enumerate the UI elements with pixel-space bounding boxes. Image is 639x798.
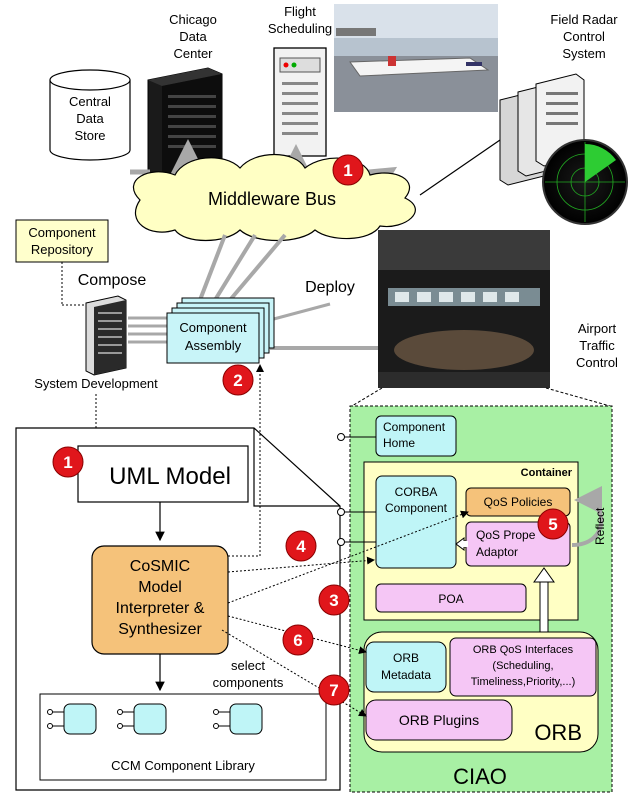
ciao-label: CIAO [453, 764, 507, 789]
qos-adaptor-line-2: Adaptor [476, 545, 518, 559]
flow-lines [221, 364, 469, 717]
svg-text:6: 6 [293, 631, 302, 650]
orb-metadata-line-2: Metadata [381, 668, 431, 682]
deploy-label: Deploy [305, 279, 355, 296]
corba-line-2: Component [385, 501, 448, 515]
orb-plugins-label: ORB Plugins [399, 712, 479, 728]
component-repository: Component Repository [15, 219, 109, 263]
orb-qos-box: ORB QoS Interfaces (Scheduling, Timeline… [449, 637, 597, 697]
airport-line-2: Traffic [579, 338, 615, 353]
marker-6: 6 [282, 624, 314, 656]
flight-line-1: Flight [284, 4, 316, 19]
qos-adaptor-line-1: QoS Prope [476, 528, 536, 542]
orb-metadata-line-1: ORB [393, 651, 419, 665]
qos-policies-label: QoS Policies [484, 495, 553, 509]
cosmic-line-3: Interpreter & [116, 600, 205, 617]
marker-1-top: 1 [332, 154, 364, 186]
poa-box: POA [375, 583, 527, 613]
flight-line-2: Scheduling [268, 21, 332, 36]
cosmic-box: CoSMIC Model Interpreter & Synthesizer [91, 545, 229, 655]
corba-component: CORBA Component [337, 475, 457, 569]
qos-policies-box: QoS Policies [465, 487, 571, 517]
control-room-photo [378, 230, 550, 388]
marker-7: 7 [318, 674, 350, 706]
svg-text:2: 2 [233, 371, 242, 390]
uml-model-label: UML Model [109, 463, 231, 490]
orb-label: ORB [534, 720, 582, 745]
marker-4: 4 [285, 530, 317, 562]
svg-text:3: 3 [329, 591, 338, 610]
assembly-line-1: Component [179, 320, 247, 335]
cosmic-line-1: CoSMIC [130, 558, 190, 575]
marker-3: 3 [318, 584, 350, 616]
svg-text:7: 7 [329, 681, 338, 700]
orb-qos-line-2: (Scheduling, [492, 660, 553, 672]
svg-text:4: 4 [296, 537, 306, 556]
cosmic-line-2: Model [138, 579, 182, 596]
compose-connections [128, 233, 385, 350]
marker-1-uml: 1 [52, 446, 84, 478]
field-radar-line-1: Field Radar [550, 12, 618, 27]
uml-model-box: UML Model [77, 445, 249, 503]
reflect-label: Reflect [593, 507, 607, 545]
qos-adaptor-box: QoS Prope Adaptor [465, 521, 571, 567]
middleware-bus-label: Middleware Bus [208, 189, 336, 209]
corba-line-1: CORBA [395, 485, 438, 499]
cosmic-line-4: Synthesizer [118, 621, 202, 638]
server-icon [85, 295, 127, 376]
select-line-2: components [213, 675, 284, 690]
orb-qos-line-1: ORB QoS Interfaces [473, 644, 574, 656]
library-label: CCM Component Library [111, 758, 255, 773]
server-icon [273, 47, 327, 157]
orb-metadata-box: ORB Metadata [365, 641, 447, 693]
svg-text:5: 5 [548, 515, 557, 534]
orb-qos-line-3: Timeliness,Priority,...) [471, 676, 576, 688]
comp-home-line-2: Home [383, 436, 415, 450]
chicago-line-3: Center [173, 46, 213, 61]
compose-label: Compose [78, 272, 147, 289]
radar-icon [542, 139, 628, 225]
marker-2: 2 [222, 364, 254, 396]
chicago-line-2: Data [179, 29, 207, 44]
comp-home-line-1: Component [383, 420, 446, 434]
marker-5: 5 [537, 508, 569, 540]
component-home: Component Home [337, 415, 457, 457]
airport-photo [334, 4, 498, 112]
assembly-line-2: Assembly [185, 338, 242, 353]
double-arrow [455, 537, 468, 551]
component-assembly: Component Assembly [166, 297, 275, 364]
central-store-line-2: Data [76, 111, 104, 126]
svg-text:1: 1 [343, 161, 352, 180]
comp-repo-line-1: Component [28, 225, 96, 240]
container-label: Container [521, 467, 573, 479]
airport-line-1: Airport [578, 321, 617, 336]
orb-plugins-box: ORB Plugins [365, 699, 513, 741]
central-store-line-1: Central [69, 94, 111, 109]
central-data-store: Central Data Store [49, 69, 131, 161]
field-radar-line-3: System [562, 46, 605, 61]
airport-line-3: Control [576, 355, 618, 370]
chicago-line-1: Chicago [169, 12, 217, 27]
central-store-line-3: Store [74, 128, 105, 143]
svg-text:1: 1 [63, 453, 72, 472]
ccm-library: CCM Component Library [39, 693, 327, 781]
poa-label: POA [438, 592, 463, 606]
field-radar-line-2: Control [563, 29, 605, 44]
comp-repo-line-2: Repository [31, 242, 94, 257]
select-line-1: select [231, 658, 265, 673]
system-development-label: System Development [34, 376, 158, 391]
